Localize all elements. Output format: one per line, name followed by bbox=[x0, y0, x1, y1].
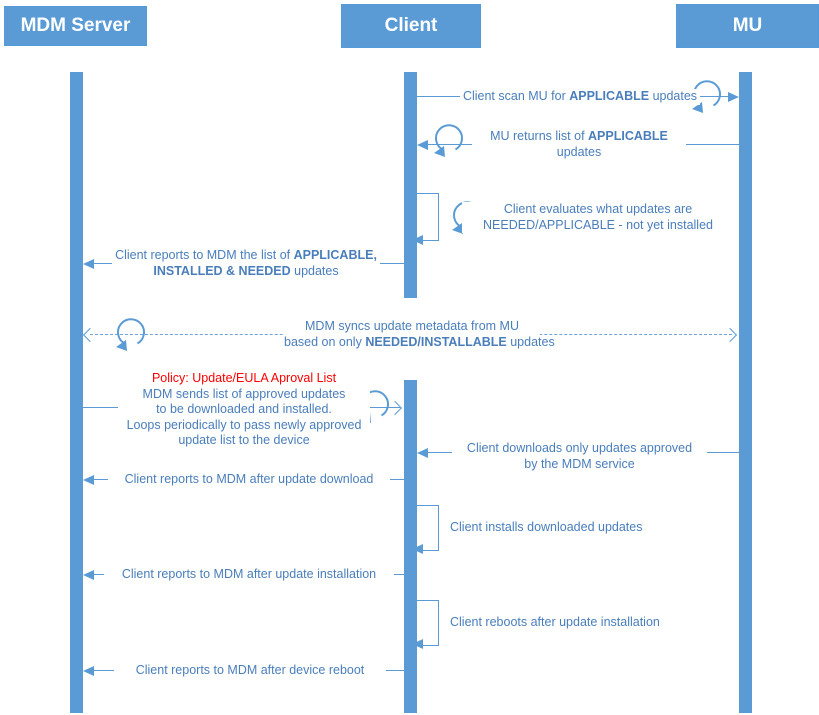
message-return-arrowhead bbox=[417, 140, 428, 150]
message-sync-arrowhead-right bbox=[722, 327, 738, 343]
loop-icon bbox=[434, 124, 463, 157]
message-report-lists-arrowhead bbox=[83, 259, 94, 269]
actor-mu: MU bbox=[676, 4, 819, 48]
lifeline-client-upper bbox=[404, 72, 417, 298]
message-evaluate-arrowhead bbox=[412, 235, 423, 245]
message-install-arrowhead bbox=[412, 544, 423, 554]
loop-icon bbox=[116, 318, 145, 351]
message-scan-label: Client scan MU for APPLICABLE updates bbox=[460, 89, 700, 105]
message-install-label: Client installs downloaded updates bbox=[450, 520, 690, 536]
lifeline-client-lower bbox=[404, 380, 417, 713]
message-report-install-arrowhead bbox=[83, 570, 94, 580]
message-report-download-label: Client reports to MDM after update downl… bbox=[108, 472, 390, 488]
message-report-reboot-arrowhead bbox=[83, 666, 94, 676]
lifeline-mu bbox=[739, 72, 752, 713]
message-reboot-arrowhead bbox=[412, 639, 423, 649]
message-scan-arrowhead bbox=[728, 92, 739, 102]
actor-client: Client bbox=[341, 4, 481, 48]
message-report-install-label: Client reports to MDM after update insta… bbox=[104, 567, 394, 583]
message-report-reboot-label: Client reports to MDM after device reboo… bbox=[114, 663, 386, 679]
message-sync-arrowhead-left bbox=[82, 327, 98, 343]
actor-mu-label: MU bbox=[732, 15, 763, 36]
actor-mdm-server: MDM Server bbox=[4, 6, 147, 46]
message-reboot-selfloop bbox=[417, 600, 439, 646]
message-reboot-label: Client reboots after update installation bbox=[450, 615, 690, 631]
actor-mdm-server-label: MDM Server bbox=[20, 15, 131, 36]
message-report-lists-label: Client reports to MDM the list of APPLIC… bbox=[112, 248, 380, 279]
message-download-arrowhead bbox=[417, 448, 428, 458]
message-report-download-arrowhead bbox=[83, 475, 94, 485]
lifeline-mdm-server bbox=[70, 72, 83, 713]
message-evaluate-selfloop bbox=[417, 193, 439, 241]
message-install-selfloop bbox=[417, 505, 439, 551]
actor-client-label: Client bbox=[384, 15, 438, 36]
